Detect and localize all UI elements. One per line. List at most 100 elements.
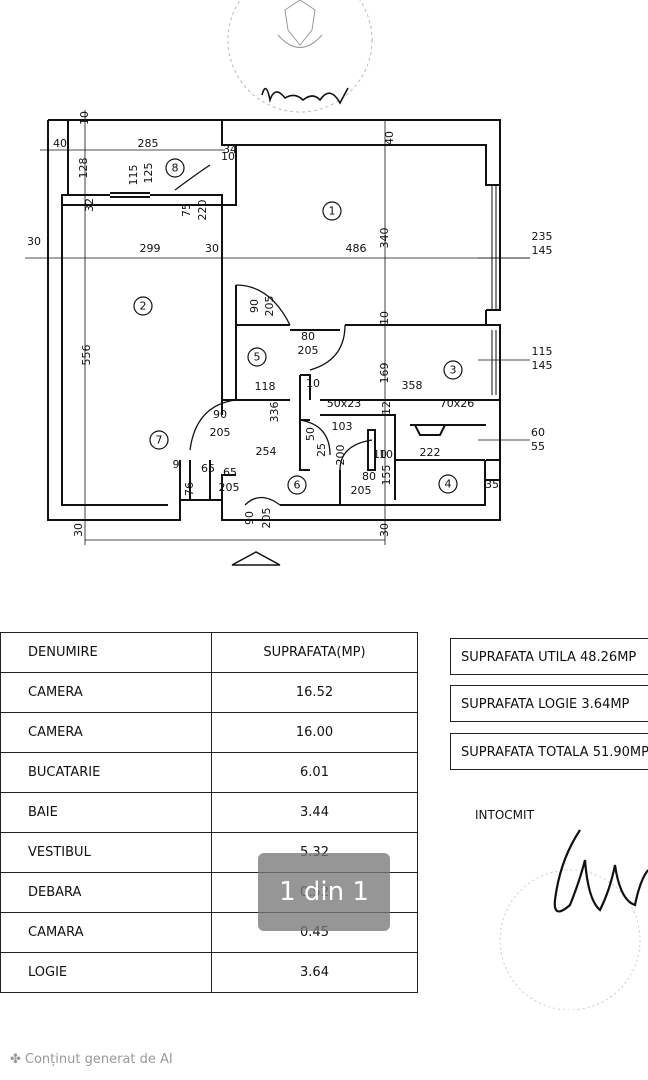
dimension-label: 200 — [334, 445, 347, 466]
room-number: 1 — [329, 205, 336, 218]
room-name: CAMARA — [0, 912, 212, 953]
dimension-label: 222 — [420, 446, 441, 459]
dimension-label: 40 — [383, 131, 396, 145]
dimension-label: 34 — [223, 143, 237, 156]
dimension-label: 115 — [127, 165, 140, 186]
header-area: SUPRAFATA(MP) — [211, 632, 418, 673]
ai-footer: ✤Conținut generat de AI — [10, 1052, 173, 1067]
intocmit-label: INTOCMIT — [475, 808, 534, 822]
dimension-label: 145 — [532, 359, 553, 372]
room-marker — [322, 201, 342, 221]
dimension-label: 25 — [315, 443, 328, 457]
dimension-label: 205 — [298, 344, 319, 357]
dimension-label: 145 — [532, 244, 553, 257]
room-name: BAIE — [0, 792, 212, 833]
north-arrow — [231, 551, 281, 566]
dimension-label: 125 — [142, 163, 155, 184]
dimension-label: 65 — [201, 462, 215, 475]
dimension-label: 90 — [213, 408, 227, 421]
room-name: BUCATARIE — [0, 752, 212, 793]
room-area: 16.00 — [211, 712, 418, 753]
dimension-label: 12 — [380, 401, 393, 415]
dimension-label: 10 — [221, 150, 235, 163]
dimension-label: 340 — [378, 228, 391, 249]
room-name: VESTIBUL — [0, 832, 212, 873]
dimension-label: 70x26 — [440, 397, 475, 410]
room-marker — [287, 475, 307, 495]
dimension-label: 205 — [260, 508, 273, 529]
stamp-top — [227, 0, 373, 113]
summary-logie: SUPRAFATA LOGIE 3.64MP — [450, 685, 648, 722]
dimension-label: 76 — [183, 482, 196, 496]
dimension-label: 30 — [205, 242, 219, 255]
room-number: 5 — [254, 351, 261, 364]
dimension-label: 10 — [78, 111, 91, 125]
dimension-label: 65 — [223, 466, 237, 479]
dimension-label: 556 — [80, 345, 93, 366]
dimension-label: 80 — [362, 470, 376, 483]
sparkle-icon: ✤ — [10, 1052, 21, 1067]
dimension-label: 128 — [77, 158, 90, 179]
dimension-label: 10 — [379, 448, 393, 461]
room-area: 3.64 — [211, 952, 418, 993]
dimension-label: 205 — [210, 426, 231, 439]
dimension-label: 299 — [140, 242, 161, 255]
dimension-label: 35 — [485, 478, 499, 491]
walls — [47, 119, 501, 521]
room-marker — [165, 158, 185, 178]
dimension-label: 358 — [402, 379, 423, 392]
dimension-label: 32 — [83, 198, 96, 212]
dimension-label: 50x23 — [327, 397, 362, 410]
table-header-row: DENUMIRE SUPRAFATA(MP) — [0, 632, 418, 673]
room-name: DEBARA — [0, 872, 212, 913]
dimension-label: 118 — [255, 380, 276, 393]
room-marker — [133, 296, 153, 316]
dimension-label: 10 — [373, 448, 387, 461]
room-marker — [247, 347, 267, 367]
dimension-label: 205 — [351, 484, 372, 497]
dimension-label: 103 — [332, 420, 353, 433]
footer-text: Conținut generat de AI — [24, 1052, 173, 1067]
room-number: 6 — [294, 479, 301, 492]
dimension-label: 55 — [531, 440, 545, 453]
room-number: 7 — [156, 434, 163, 447]
room-area: 6.01 — [211, 752, 418, 793]
dimension-label: 254 — [256, 445, 277, 458]
dimension-label: 75 — [180, 203, 193, 217]
dimension-label: 285 — [138, 137, 159, 150]
room-number: 2 — [140, 300, 147, 313]
dimension-label: 486 — [346, 242, 367, 255]
room-marker — [443, 360, 463, 380]
header-name: DENUMIRE — [0, 632, 212, 673]
room-area: 16.52 — [211, 672, 418, 713]
dimension-label: 90 — [248, 299, 261, 313]
room-area: 3.44 — [211, 792, 418, 833]
dimension-lines — [25, 110, 530, 545]
dimension-label: 10 — [378, 311, 391, 325]
dimension-label: 60 — [531, 426, 545, 439]
dimension-label: 30 — [72, 523, 85, 537]
dimension-label: 50 — [304, 427, 317, 441]
signature-bottom — [499, 829, 648, 1010]
dimension-label: 40 — [53, 137, 67, 150]
dimension-label: 10 — [306, 377, 320, 390]
dimension-label: 30 — [27, 235, 41, 248]
room-number: 3 — [450, 364, 457, 377]
room-marker — [149, 430, 169, 450]
door-swings — [174, 164, 373, 506]
page-indicator: 1 din 1 — [258, 853, 390, 931]
room-name: CAMERA — [0, 672, 212, 713]
room-number: 4 — [445, 478, 452, 491]
dimension-label: 80 — [301, 330, 315, 343]
dimension-label: 155 — [380, 465, 393, 486]
dimension-label: 205 — [219, 481, 240, 494]
dimension-label: 235 — [532, 230, 553, 243]
room-marker — [438, 474, 458, 494]
